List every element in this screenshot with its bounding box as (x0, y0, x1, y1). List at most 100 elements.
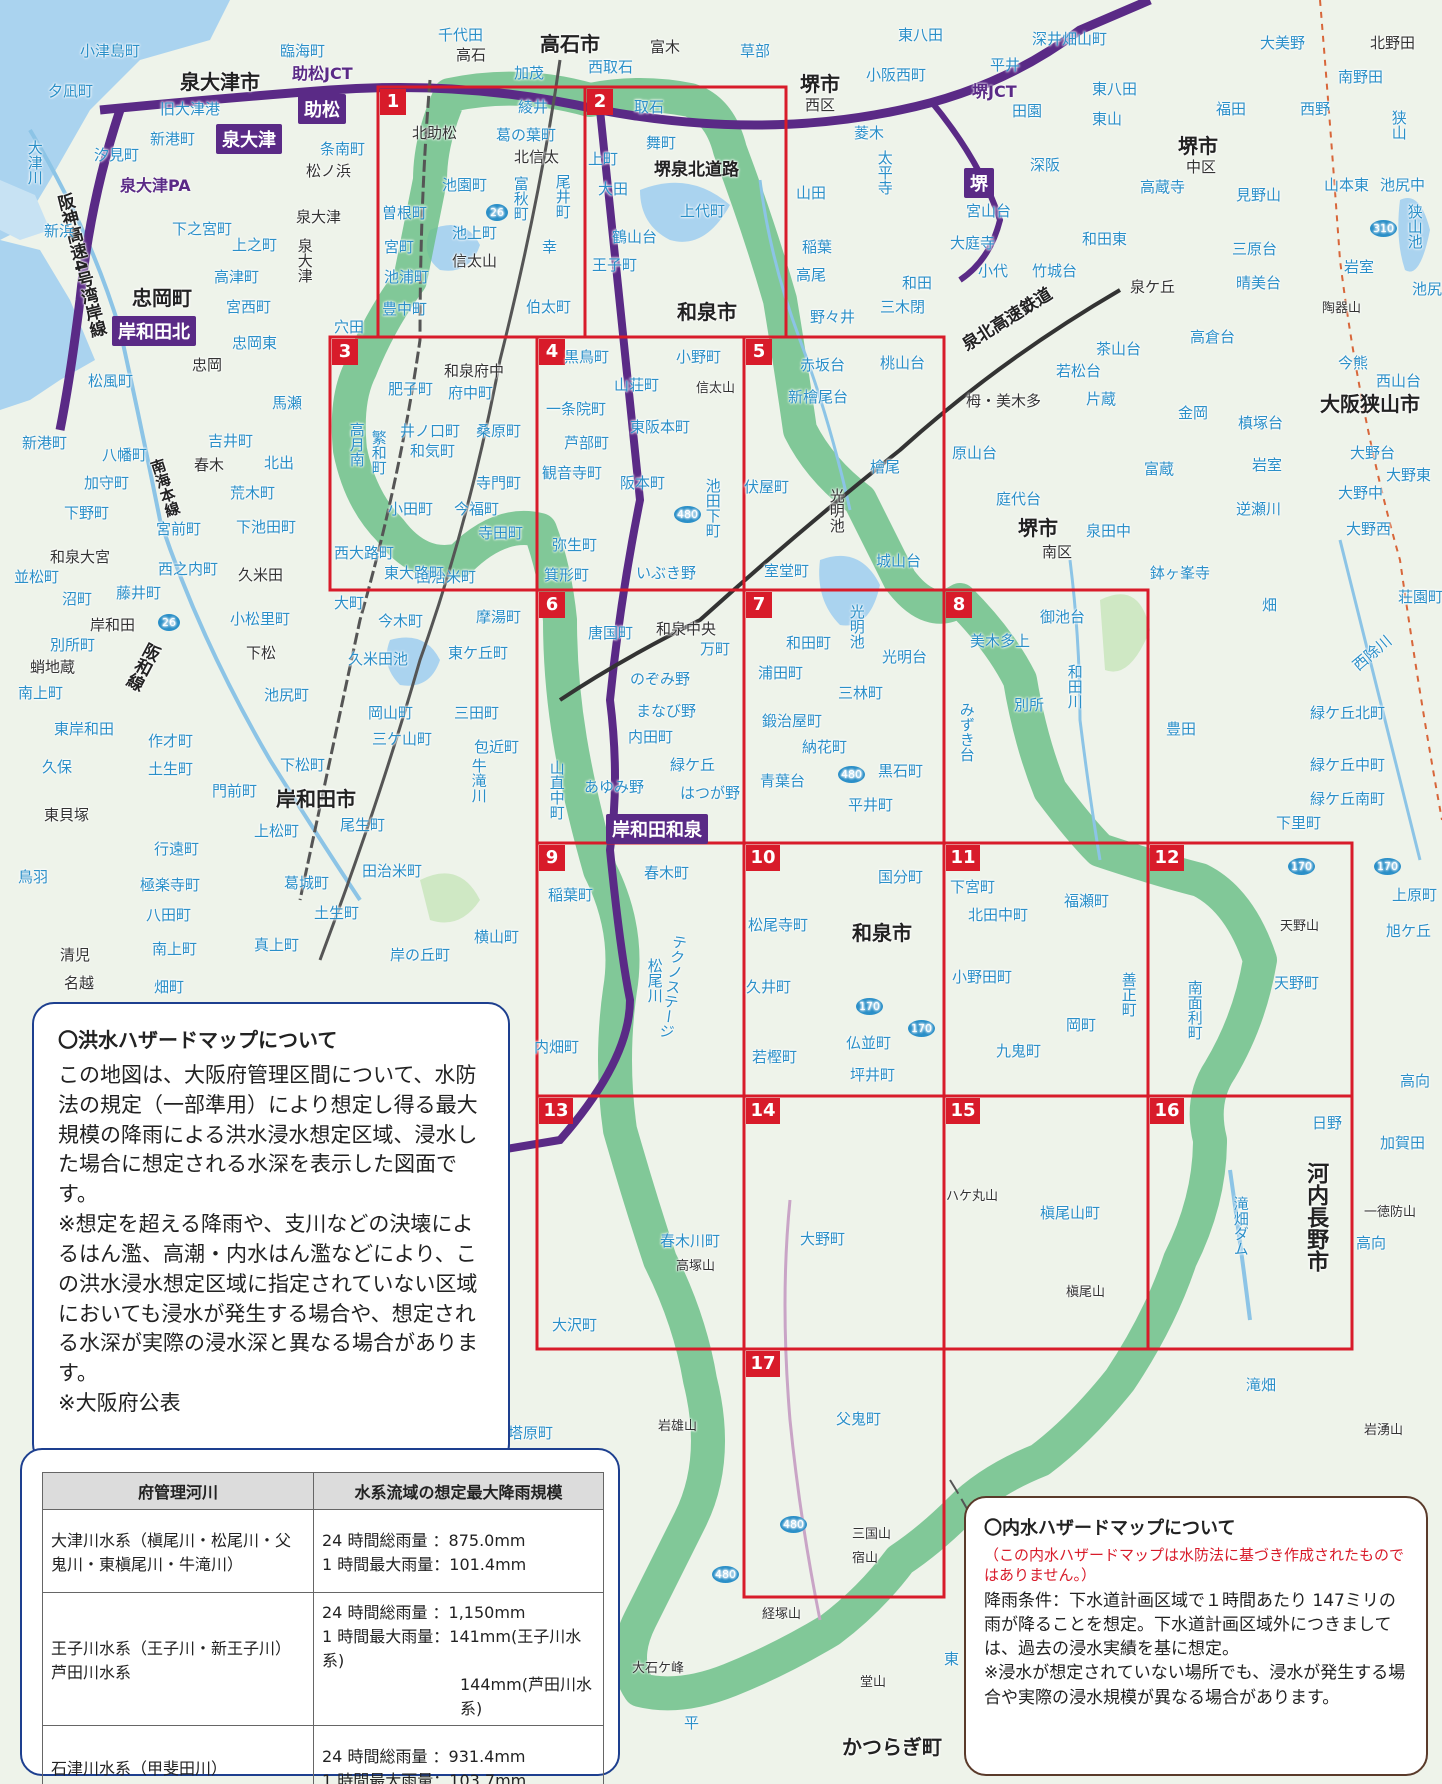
place-label: 高尾 (796, 266, 827, 284)
rail-senboku (558, 288, 1122, 702)
place-label: 久保 (42, 758, 73, 776)
place-label: 田園 (1012, 102, 1043, 120)
mountain-label: 堂山 (860, 1675, 887, 1690)
place-label: 畑町 (154, 978, 185, 996)
tile-17-number[interactable]: 17 (746, 1351, 780, 1377)
interchange-izumiotsu-pa[interactable]: 泉大津PA (120, 176, 191, 195)
route-shield-480: 480 (674, 506, 701, 523)
place-label: 池尻 (1412, 280, 1442, 298)
route-shield-26: 26 (486, 204, 508, 221)
place-label: 平井町 (848, 796, 894, 814)
tile-8-number[interactable]: 8 (946, 592, 972, 618)
city-label-izumiotsu: 泉大津市 (180, 70, 260, 94)
place-label: 田治米町 (362, 862, 423, 880)
place-label: 栂・美木多 (966, 392, 1042, 410)
interchange-sukematsu-jct[interactable]: 助松JCT (292, 64, 353, 83)
place-label: 馬瀬 (272, 394, 303, 412)
place-label-takihata-dam: 滝畑ダム (1231, 1196, 1250, 1256)
flood-zone-band (331, 71, 1277, 1711)
tile-15-number[interactable]: 15 (946, 1098, 980, 1124)
place-label: 稲葉 (802, 238, 833, 256)
place-label: 忠岡東 (232, 334, 278, 352)
place-label: 和気町 (410, 442, 456, 460)
route-shield-170d: 170 (1374, 858, 1401, 875)
place-label: 鉢ヶ峯寺 (1150, 564, 1211, 582)
place-label: 今木町 (378, 612, 424, 630)
interchange-sakai[interactable]: 堺 (964, 168, 994, 198)
place-label: 桑原町 (476, 422, 522, 440)
interchange-kishiwada-izumi[interactable]: 岸和田和泉 (606, 814, 708, 844)
place-label: 今熊 (1338, 354, 1369, 372)
place-label: 東ケ丘町 (448, 644, 509, 662)
place-label: 荒木町 (230, 484, 276, 502)
place-label: 岩室 (1344, 258, 1375, 276)
route-shield-170b: 170 (908, 1020, 935, 1037)
place-label: 穴田 (334, 318, 365, 336)
tile-3-number[interactable]: 3 (332, 339, 358, 365)
place-label: 東阪本町 (630, 418, 691, 436)
place-label: 片蔵 (1086, 390, 1117, 408)
place-label: 山田 (796, 184, 827, 202)
place-label: 池園町 (442, 176, 488, 194)
place-label: 内田町 (628, 728, 674, 746)
mountain-label: 陶器山 (1322, 301, 1362, 316)
route-shield-26b: 26 (158, 614, 180, 631)
mountain-label: 岩雄山 (658, 1419, 698, 1434)
place-label: 畑 (1262, 596, 1278, 614)
place-label: はつが野 (680, 784, 741, 802)
city-boundary (1319, 0, 1442, 821)
tile-6-number[interactable]: 6 (539, 592, 565, 618)
place-label: 福田 (1216, 100, 1247, 118)
ward-label-minami: 南区 (1042, 543, 1073, 561)
tile-14-number[interactable]: 14 (746, 1098, 780, 1124)
place-label: 三田町 (454, 704, 500, 722)
place-label: 東山 (1092, 110, 1123, 128)
place-label: 山直中町 (547, 760, 566, 820)
city-label-izumi-top: 和泉市 (677, 300, 737, 324)
place-label: 納花町 (802, 738, 848, 756)
place-label: 横山町 (474, 928, 520, 946)
place-label: 夕凪町 (48, 82, 94, 100)
place-label: 府中町 (448, 384, 494, 402)
place-label: 内畑町 (534, 1038, 580, 1056)
tile-16-frame (1146, 1094, 1354, 1351)
tile-5-number[interactable]: 5 (746, 339, 772, 365)
place-label: 上代町 (680, 202, 726, 220)
place-label: 坪井町 (850, 1066, 896, 1084)
interchange-kishiwadakita[interactable]: 岸和田北 (112, 316, 196, 346)
place-label: 舞町 (646, 134, 677, 152)
tile-9-number[interactable]: 9 (539, 845, 565, 871)
place-label: いぶき野 (636, 564, 697, 582)
interchange-izumiotsu[interactable]: 泉大津 (216, 124, 282, 154)
route-shield-480c: 480 (780, 1516, 807, 1533)
place-label: 仏並町 (846, 1034, 892, 1052)
place-label: 福瀬町 (1064, 892, 1110, 910)
tile-2-number[interactable]: 2 (587, 89, 613, 115)
place-label: 蛸地蔵 (30, 658, 76, 676)
place-label: 旭ケ丘 (1386, 922, 1432, 940)
rain-total: 24 時間総雨量 ：931.4mm (322, 1747, 526, 1766)
tile-10-number[interactable]: 10 (746, 845, 780, 871)
tile-11-number[interactable]: 11 (946, 845, 980, 871)
place-label: 北野田 (1370, 34, 1416, 52)
tile-13-number[interactable]: 13 (539, 1098, 573, 1124)
route-shield-170: 170 (856, 998, 883, 1015)
place-label: 室堂町 (764, 562, 810, 580)
place-label: 春木町 (644, 864, 690, 882)
interchange-sakai-jct[interactable]: 堺JCT (972, 82, 1017, 101)
tile-12-number[interactable]: 12 (1150, 845, 1184, 871)
city-label-sakai-north: 堺市 (800, 72, 840, 96)
tile-16-number[interactable]: 16 (1150, 1098, 1184, 1124)
place-label: 忠岡 (192, 356, 223, 374)
place-label: 茶山台 (1096, 340, 1142, 358)
tile-7-number[interactable]: 7 (746, 592, 772, 618)
place-label: 吉井町 (208, 432, 254, 450)
place-label: 春木 (194, 456, 225, 474)
interchange-sukematsu[interactable]: 助松 (298, 94, 346, 124)
tile-1-number[interactable]: 1 (380, 89, 406, 115)
tile-4-number[interactable]: 4 (539, 339, 565, 365)
place-label: 岸の丘町 (390, 946, 451, 964)
city-label-tadaoka: 忠岡町 (132, 286, 192, 310)
place-label: 大野西 (1346, 520, 1392, 538)
place-label: 原山台 (952, 444, 998, 462)
